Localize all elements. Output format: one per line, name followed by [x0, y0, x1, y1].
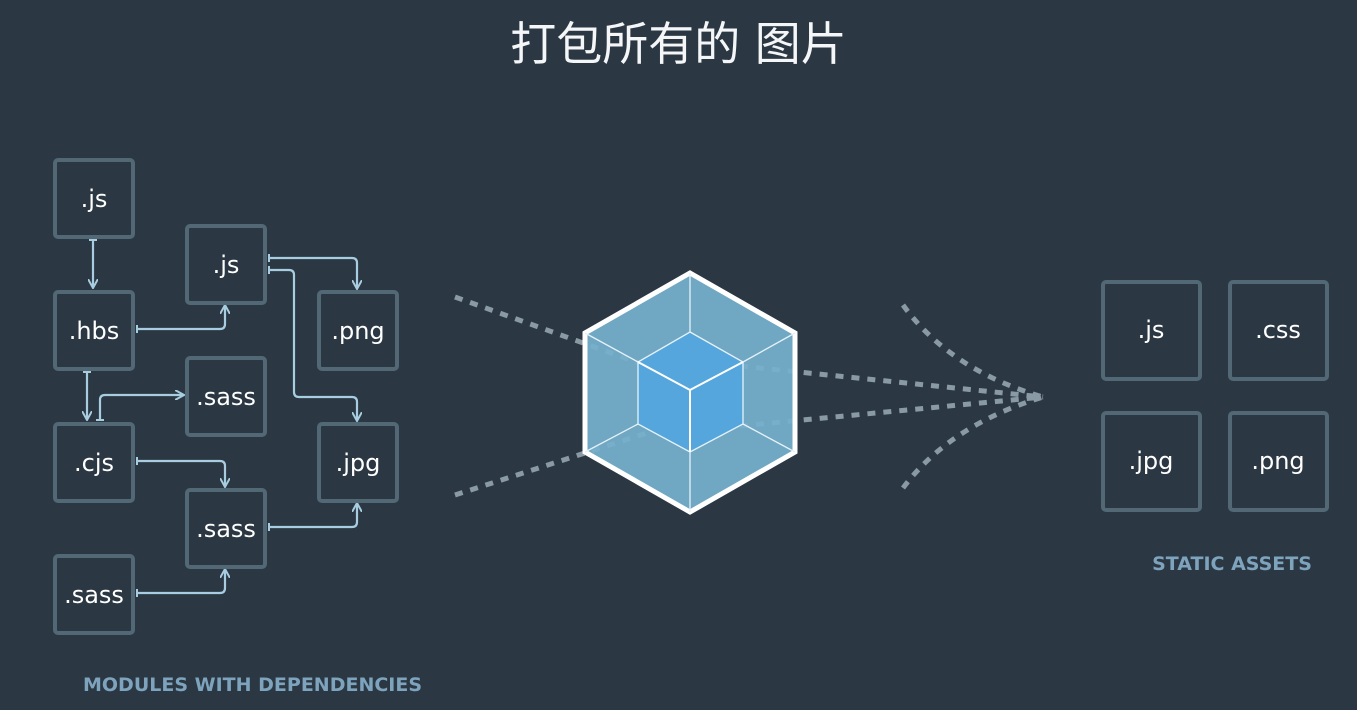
- assets-caption: STATIC ASSETS: [1152, 553, 1312, 575]
- svg-text:.cjs: .cjs: [74, 449, 114, 477]
- module-box: .sass: [53, 554, 135, 635]
- module-box: .png: [317, 290, 399, 371]
- arrow-cjs-to-sass: [100, 395, 183, 420]
- module-box: .hbs: [53, 290, 135, 371]
- arrow-js-to-png: [269, 258, 357, 288]
- dependency-arrows: [87, 240, 357, 593]
- arrow-hbs-to-js: [137, 306, 225, 329]
- svg-text:.js: .js: [213, 251, 240, 279]
- module-box: .sass: [185, 356, 267, 437]
- asset-box: .js: [1101, 280, 1202, 381]
- svg-text:.sass: .sass: [64, 581, 124, 609]
- arrow-cjs-to-sass2: [137, 461, 225, 486]
- svg-text:.jpg: .jpg: [1129, 447, 1174, 475]
- svg-text:.sass: .sass: [196, 383, 256, 411]
- svg-text:.js: .js: [1138, 316, 1165, 344]
- asset-box: .css: [1228, 280, 1329, 381]
- module-box: .js: [185, 224, 267, 305]
- svg-text:.png: .png: [331, 317, 384, 345]
- svg-text:.sass: .sass: [196, 515, 256, 543]
- module-box: .sass: [185, 488, 267, 569]
- asset-box: .jpg: [1101, 411, 1202, 512]
- arrow-sass2-to-jpg: [269, 504, 357, 527]
- asset-box: .png: [1228, 411, 1329, 512]
- page-title: 打包所有的 图片: [510, 17, 847, 71]
- webpack-cube-icon: [582, 270, 798, 515]
- arrow-sass-to-sass2: [137, 570, 225, 593]
- module-box: .jpg: [317, 422, 399, 503]
- svg-text:.hbs: .hbs: [69, 317, 120, 345]
- svg-text:.js: .js: [81, 185, 108, 213]
- svg-text:.png: .png: [1251, 447, 1304, 475]
- modules-caption: MODULES WITH DEPENDENCIES: [83, 674, 422, 696]
- svg-text:.jpg: .jpg: [336, 449, 381, 477]
- svg-text:.css: .css: [1255, 316, 1301, 344]
- module-box: .js: [53, 158, 135, 239]
- arrow-js-to-jpg: [269, 270, 357, 420]
- module-box: .cjs: [53, 422, 135, 503]
